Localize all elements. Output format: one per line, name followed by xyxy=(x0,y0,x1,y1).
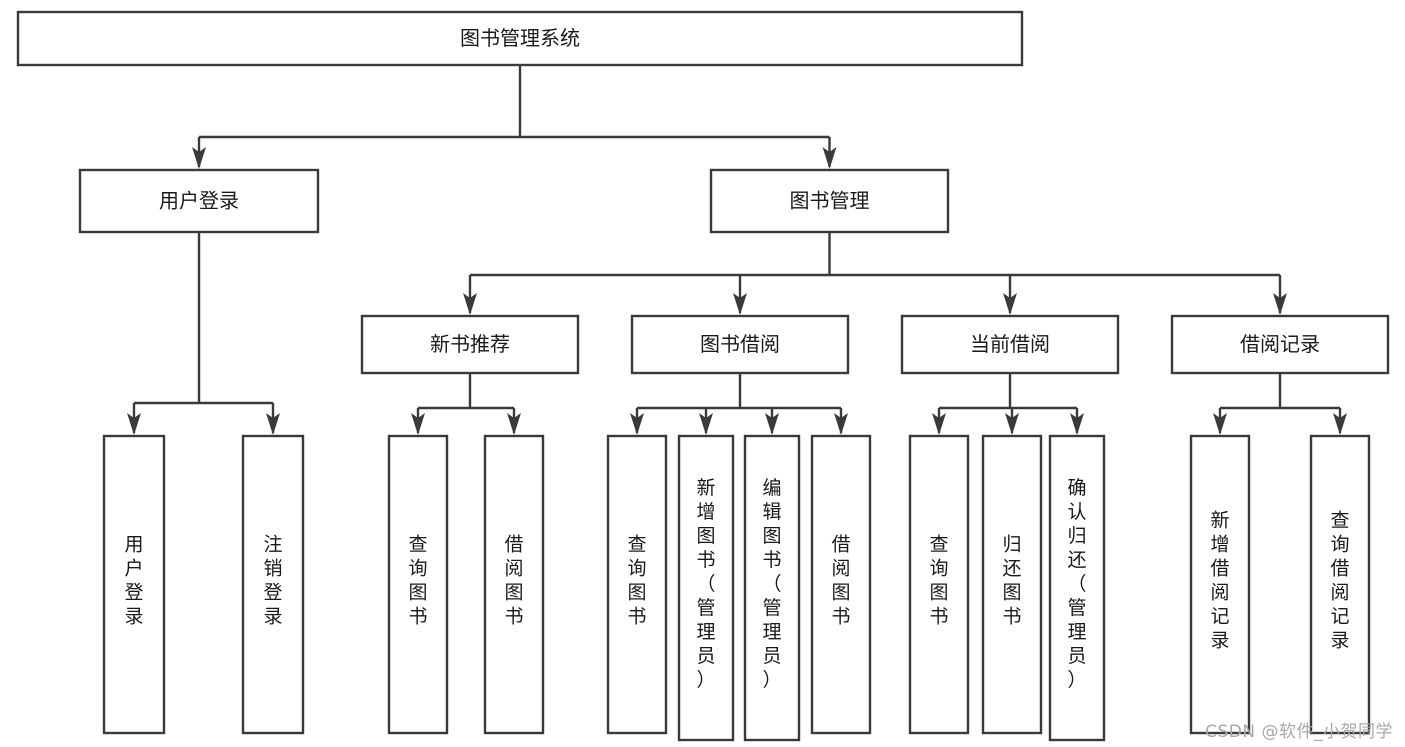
node-box[interactable] xyxy=(16,10,1024,67)
node-label: 用户登录 xyxy=(159,189,239,213)
arrow-head-icon xyxy=(733,293,747,315)
level2-node[interactable]: 用户登录 xyxy=(78,168,320,234)
leaf-node[interactable]: 注销登录 xyxy=(241,434,305,735)
leaf-node[interactable]: 借阅图书 xyxy=(483,434,545,735)
leaf-node[interactable]: 查询图书 xyxy=(606,434,668,735)
node-label: 用户登录 xyxy=(124,534,143,628)
arrow-head-icon xyxy=(507,413,521,435)
node-label: 注销登录 xyxy=(263,534,282,628)
node-label: 借阅图书 xyxy=(831,534,850,628)
node-label: 图书借阅 xyxy=(700,332,780,356)
connector-layer xyxy=(127,65,1347,435)
level3-node[interactable]: 借阅记录 xyxy=(1170,314,1390,375)
level3-node[interactable]: 新书推荐 xyxy=(360,314,580,375)
node-label: 借阅图书 xyxy=(504,534,523,628)
node-box[interactable] xyxy=(810,434,872,735)
node-label: 编辑图书（管理员） xyxy=(762,477,781,691)
arrow-head-icon xyxy=(822,147,837,169)
arrow-head-icon xyxy=(266,413,280,435)
node-box[interactable] xyxy=(900,314,1120,375)
node-label: 图书管理 xyxy=(790,189,870,213)
node-label: 查询图书 xyxy=(408,534,427,628)
node-label: 新增借阅记录 xyxy=(1210,510,1229,652)
arrow-head-icon xyxy=(411,413,425,435)
leaf-node[interactable]: 查询借阅记录 xyxy=(1309,434,1371,735)
node-box[interactable] xyxy=(677,434,735,742)
leaf-node[interactable]: 新增图书（管理员） xyxy=(677,434,735,742)
node-box[interactable] xyxy=(78,168,320,234)
leaf-node[interactable]: 用户登录 xyxy=(102,434,166,735)
arrow-head-icon xyxy=(765,413,779,435)
leaf-node[interactable]: 编辑图书（管理员） xyxy=(743,434,801,742)
arrow-head-icon xyxy=(192,147,206,169)
node-label: 查询图书 xyxy=(627,534,646,628)
node-box[interactable] xyxy=(1309,434,1371,735)
node-box[interactable] xyxy=(1170,314,1390,375)
leaf-node[interactable]: 新增借阅记录 xyxy=(1189,434,1251,735)
node-box[interactable] xyxy=(387,434,449,735)
leaf-node[interactable]: 借阅图书 xyxy=(810,434,872,735)
leaf-node[interactable]: 查询图书 xyxy=(908,434,970,735)
node-label: 查询图书 xyxy=(929,534,948,628)
arrow-head-icon xyxy=(463,293,477,315)
node-box[interactable] xyxy=(1189,434,1251,735)
node-box[interactable] xyxy=(606,434,668,735)
level3-node[interactable]: 图书借阅 xyxy=(630,314,850,375)
node-label: 新增图书（管理员） xyxy=(696,477,715,691)
node-label: 借阅记录 xyxy=(1240,332,1320,356)
arrow-head-icon xyxy=(1213,413,1227,435)
arrow-head-icon xyxy=(127,413,141,435)
node-box[interactable] xyxy=(483,434,545,735)
level2-node[interactable]: 图书管理 xyxy=(709,168,950,234)
arrow-head-icon xyxy=(1005,413,1019,435)
node-box[interactable] xyxy=(241,434,305,735)
node-box[interactable] xyxy=(102,434,166,735)
arrow-head-icon xyxy=(932,413,946,435)
arrow-head-icon xyxy=(699,413,713,435)
leaf-node[interactable]: 归还图书 xyxy=(981,434,1043,735)
node-label: 新书推荐 xyxy=(430,332,510,356)
node-box[interactable] xyxy=(630,314,850,375)
node-box[interactable] xyxy=(709,168,950,234)
node-box[interactable] xyxy=(908,434,970,735)
node-box[interactable] xyxy=(360,314,580,375)
root-node[interactable]: 图书管理系统 xyxy=(16,10,1024,67)
arrow-head-icon xyxy=(1003,293,1017,315)
node-label: 查询借阅记录 xyxy=(1330,510,1349,652)
node-box[interactable] xyxy=(981,434,1043,735)
arrow-head-icon xyxy=(1333,413,1347,435)
node-label: 确认归还（管理员） xyxy=(1067,477,1086,691)
leaf-node[interactable]: 查询图书 xyxy=(387,434,449,735)
node-layer: 图书管理系统用户登录图书管理新书推荐图书借阅当前借阅借阅记录用户登录注销登录查询… xyxy=(16,10,1390,742)
arrow-head-icon xyxy=(1273,293,1287,315)
node-label: 图书管理系统 xyxy=(460,26,580,50)
leaf-node[interactable]: 确认归还（管理员） xyxy=(1048,434,1106,742)
node-box[interactable] xyxy=(1048,434,1106,742)
level3-node[interactable]: 当前借阅 xyxy=(900,314,1120,375)
node-label: 当前借阅 xyxy=(970,332,1050,356)
arrow-head-icon xyxy=(834,413,848,435)
node-box[interactable] xyxy=(743,434,801,742)
arrow-head-icon xyxy=(1070,413,1084,435)
arrow-head-icon xyxy=(630,413,644,435)
node-label: 归还图书 xyxy=(1002,534,1021,628)
